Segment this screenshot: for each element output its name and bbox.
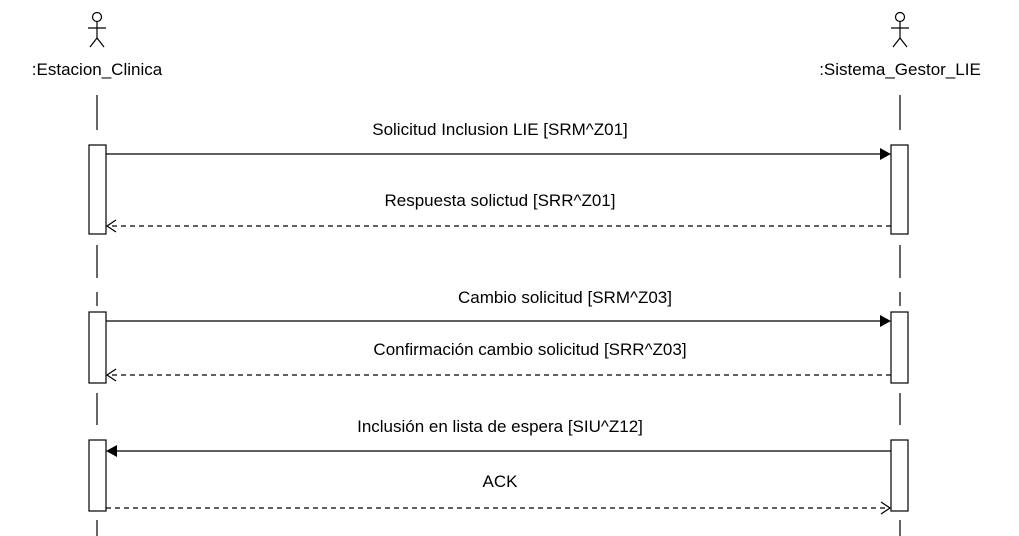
actor-estacion-clinica: :Estacion_Clinica [32, 11, 163, 79]
activation-bar-sistema-1 [890, 144, 909, 235]
activation-bar-estacion-3 [88, 439, 107, 512]
message-label: Solicitud Inclusion LIE [SRM^Z01] [372, 120, 628, 139]
actor-label-estacion-clinica: :Estacion_Clinica [32, 60, 163, 79]
activation-bar-estacion-1 [88, 144, 107, 235]
message-respuesta-solicitud: Respuesta solictud [SRR^Z01] [105, 191, 891, 233]
filled-arrowhead-icon [106, 445, 117, 457]
message-label: Cambio solicitud [SRM^Z03] [458, 288, 672, 307]
message-label: Confirmación cambio solicitud [SRR^Z03] [373, 340, 686, 359]
message-label: ACK [483, 472, 519, 491]
filled-arrowhead-icon [880, 315, 891, 327]
stick-figure-icon [891, 11, 909, 48]
message-solicitud-inclusion: Solicitud Inclusion LIE [SRM^Z01] [106, 120, 891, 160]
filled-arrowhead-icon [880, 148, 891, 160]
message-label: Inclusión en lista de espera [SIU^Z12] [357, 417, 643, 436]
open-arrowhead-icon [105, 368, 117, 382]
actor-label-sistema-gestor-lie: :Sistema_Gestor_LIE [819, 60, 981, 79]
open-arrowhead-icon [105, 219, 117, 233]
message-cambio-solicitud: Cambio solicitud [SRM^Z03] [106, 288, 891, 327]
message-inclusion-lista-espera: Inclusión en lista de espera [SIU^Z12] [106, 417, 891, 457]
activation-bar-estacion-2 [88, 311, 107, 384]
stick-figure-icon [88, 11, 106, 48]
activation-bar-sistema-3 [890, 439, 909, 512]
message-confirmacion-cambio: Confirmación cambio solicitud [SRR^Z03] [105, 340, 891, 382]
message-ack: ACK [106, 472, 892, 515]
message-label: Respuesta solictud [SRR^Z01] [385, 191, 616, 210]
activation-bar-sistema-2 [890, 311, 909, 384]
open-arrowhead-icon [880, 501, 892, 515]
actor-sistema-gestor-lie: :Sistema_Gestor_LIE [819, 11, 981, 79]
